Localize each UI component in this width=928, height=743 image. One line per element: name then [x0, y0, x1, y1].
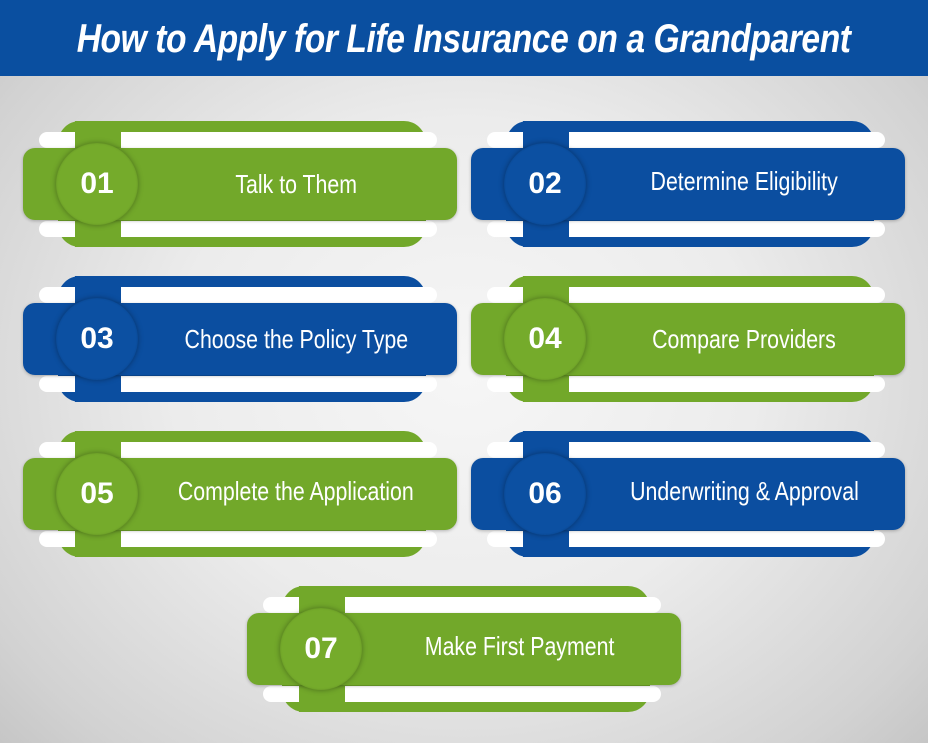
- step-card-05: 05 Complete the Application: [23, 431, 457, 559]
- step-number-badge: 01: [56, 143, 138, 225]
- step-label: Talk to Them: [145, 148, 447, 220]
- step-label-text: Choose the Policy Type: [184, 323, 408, 354]
- step-label-text: Complete the Application: [178, 475, 414, 506]
- step-number: 01: [80, 167, 114, 200]
- stripe-top: [39, 287, 437, 303]
- stripe-bottom: [487, 221, 885, 237]
- stripe-top: [39, 132, 437, 148]
- page-title: How to Apply for Life Insurance on a Gra…: [77, 16, 851, 61]
- step-number-badge: 02: [504, 143, 586, 225]
- step-card-04: 04 Compare Providers: [471, 276, 905, 404]
- stripe-top: [487, 287, 885, 303]
- step-card-06: 06 Underwriting & Approval: [471, 431, 905, 559]
- step-label-text: Underwriting & Approval: [629, 475, 859, 506]
- stripe-top: [487, 442, 885, 458]
- step-number-badge: 05: [56, 453, 138, 535]
- step-label-text: Make First Payment: [425, 630, 615, 661]
- step-label: Compare Providers: [593, 303, 895, 375]
- stripe-top: [39, 442, 437, 458]
- step-number: 02: [528, 167, 562, 200]
- step-card-01: 01 Talk to Them: [23, 121, 457, 249]
- step-card-02: 02 Determine Eligibility: [471, 121, 905, 249]
- stripe-bottom: [487, 531, 885, 547]
- stripe-top: [263, 597, 661, 613]
- stripe-bottom: [39, 531, 437, 547]
- title-banner: How to Apply for Life Insurance on a Gra…: [0, 0, 928, 76]
- step-label: Make First Payment: [369, 610, 671, 682]
- stripe-bottom: [39, 376, 437, 392]
- step-label-text: Talk to Them: [235, 168, 357, 199]
- step-number: 06: [528, 477, 562, 510]
- step-label-text: Compare Providers: [652, 323, 836, 354]
- stripe-bottom: [263, 686, 661, 702]
- step-label: Underwriting & Approval: [593, 455, 895, 527]
- stripe-top: [487, 132, 885, 148]
- step-label: Determine Eligibility: [593, 145, 895, 217]
- stripe-bottom: [487, 376, 885, 392]
- stripe-bottom: [39, 221, 437, 237]
- step-label-text: Determine Eligibility: [650, 165, 838, 196]
- step-number: 05: [80, 477, 114, 510]
- step-card-03: 03 Choose the Policy Type: [23, 276, 457, 404]
- step-number-badge: 04: [504, 298, 586, 380]
- step-card-07: 07 Make First Payment: [247, 586, 681, 714]
- step-label: Choose the Policy Type: [145, 303, 447, 375]
- step-number-badge: 07: [280, 608, 362, 690]
- step-number-badge: 06: [504, 453, 586, 535]
- step-number: 03: [80, 322, 114, 355]
- step-number: 04: [528, 322, 562, 355]
- step-number: 07: [304, 632, 338, 665]
- step-number-badge: 03: [56, 298, 138, 380]
- step-label: Complete the Application: [145, 455, 447, 527]
